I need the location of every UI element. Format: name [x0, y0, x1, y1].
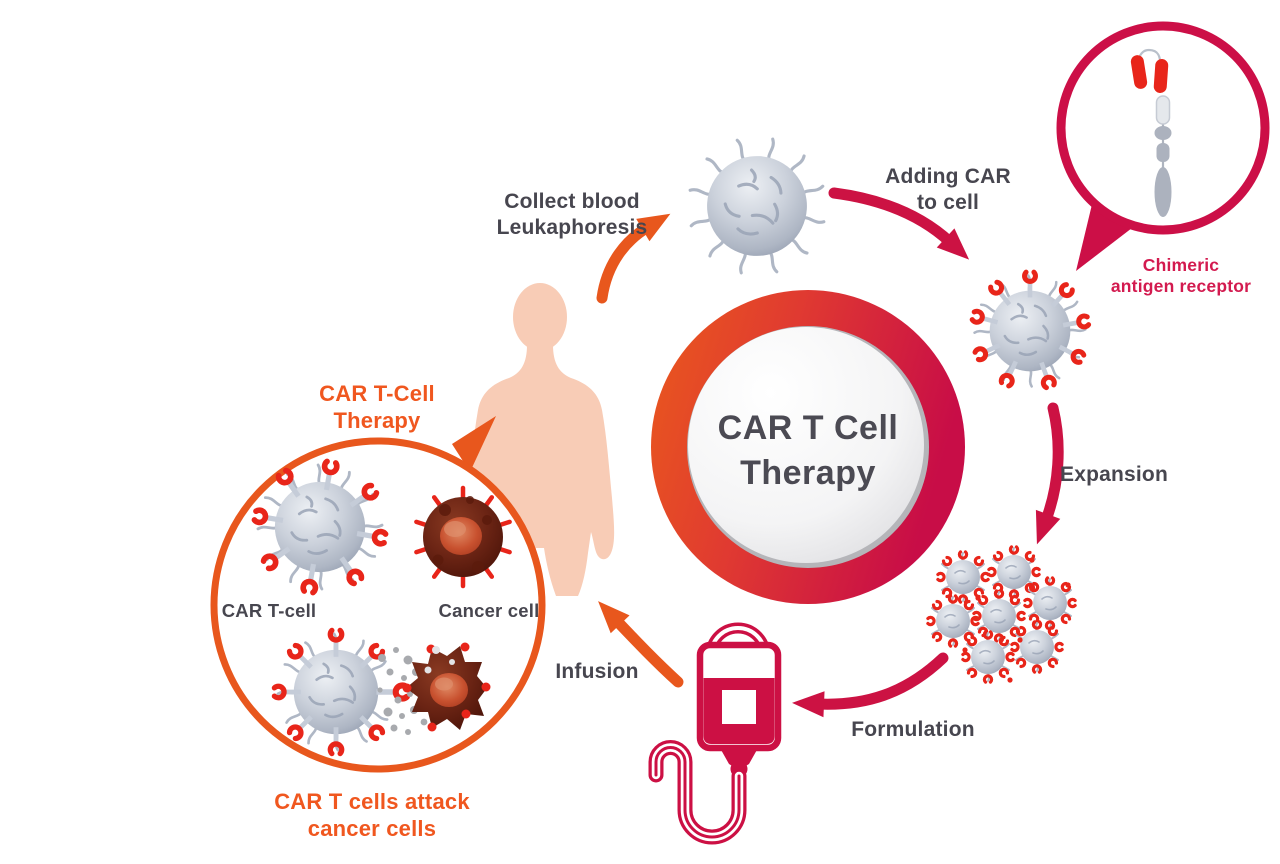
label-car-t-cell-therapy: CAR T-Cell Therapy — [319, 381, 435, 433]
iv-bag-icon — [648, 622, 782, 845]
label-cancer-cell: Cancer cell — [438, 600, 540, 621]
center-ring-badge — [651, 290, 965, 604]
infusion-arrow-icon — [598, 601, 684, 688]
car-receptor-icon — [1130, 48, 1172, 217]
label-chimeric-antigen-receptor: Chimeric antigen receptor — [1110, 255, 1252, 297]
label-formulation: Formulation — [851, 718, 975, 741]
cell-cluster-icon — [926, 545, 1077, 684]
expansion-arrow-icon — [1035, 402, 1064, 545]
collect-arrow-icon — [596, 213, 671, 304]
label-expansion: Expansion — [1060, 463, 1168, 486]
label-car-t-cells-attack: CAR T cells attack cancer cells — [274, 789, 470, 841]
adding-car-arrow-icon — [828, 187, 970, 260]
t-cell-icon — [673, 122, 841, 290]
label-infusion: Infusion — [555, 660, 639, 683]
label-adding-car: Adding CAR to cell — [885, 165, 1011, 214]
magnifier-bubble-icon — [1056, 21, 1270, 271]
label-collect-blood: Collect blood Leukaphoresis — [496, 190, 648, 239]
center-badge-title: CAR T Cell Therapy — [717, 409, 899, 492]
formulation-arrow-icon — [792, 652, 949, 718]
attack-scene — [274, 630, 491, 753]
cancer-cell-icon — [414, 485, 512, 589]
label-car-t-cell: CAR T-cell — [221, 600, 317, 621]
attacked-cancer-cell-icon — [402, 642, 491, 732]
